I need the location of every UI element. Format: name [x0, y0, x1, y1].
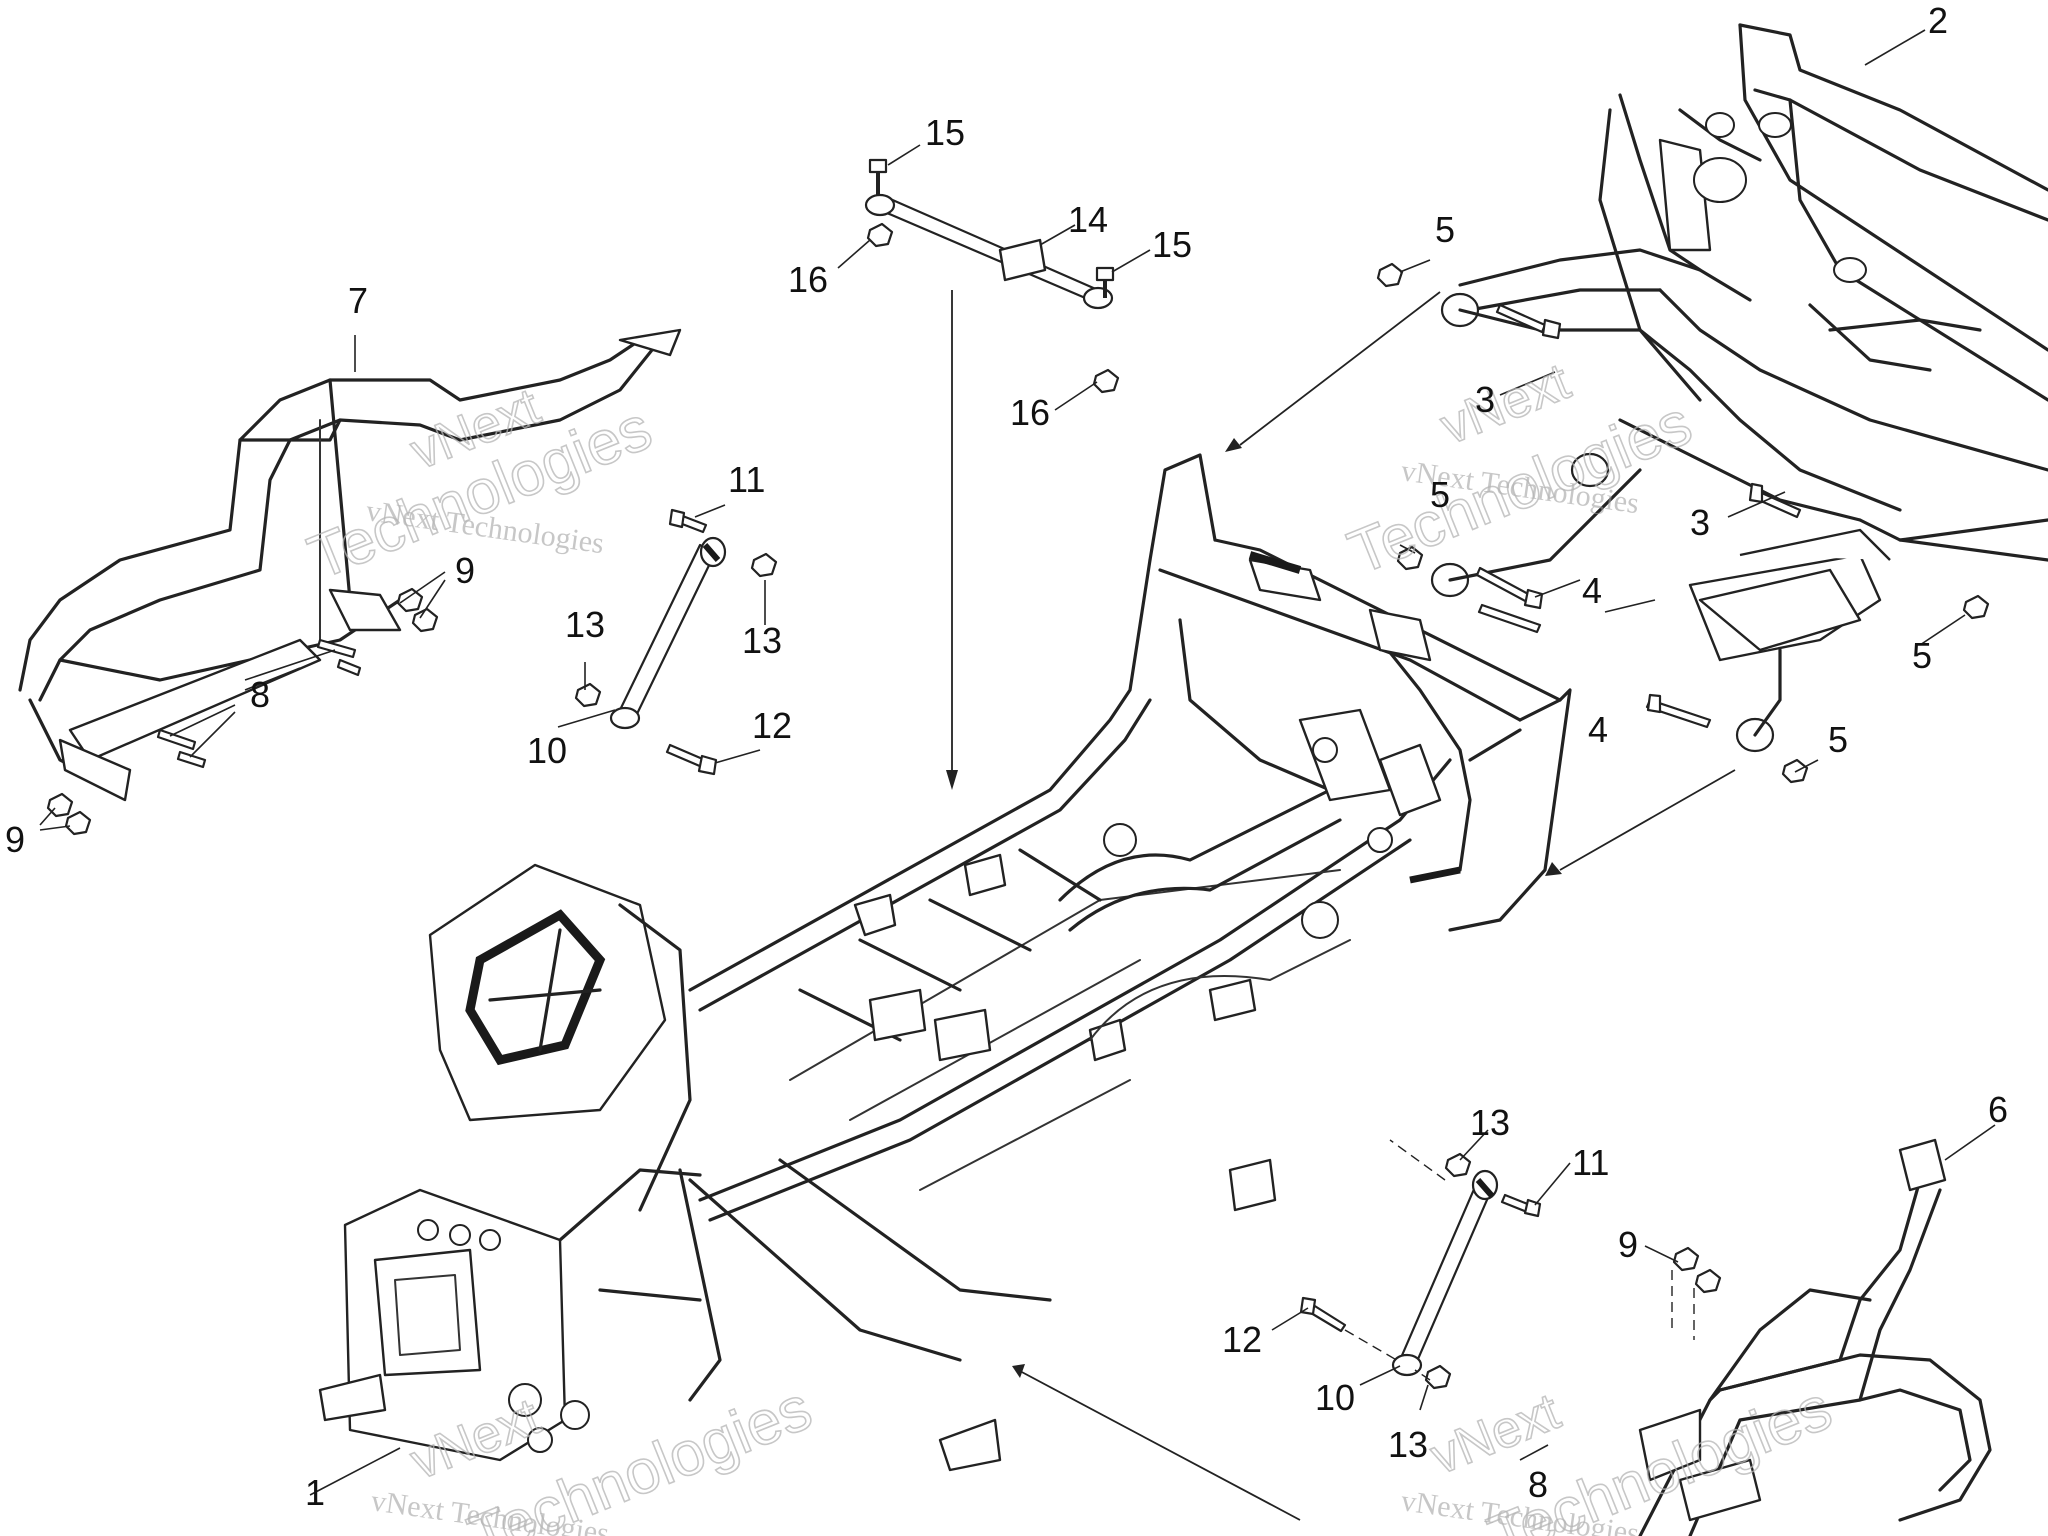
callout-13: 13 — [565, 604, 605, 645]
callout-7: 7 — [348, 280, 368, 321]
upper-brace-rod — [864, 193, 1114, 310]
callout-labels: 1 2 3 3 4 4 5 5 5 5 6 7 8 8 9 9 9 10 10 … — [5, 0, 2008, 1513]
callout-9: 9 — [5, 819, 25, 860]
assembly-lines — [946, 290, 1736, 1521]
support-link-lower — [1391, 1169, 1499, 1377]
callout-3: 3 — [1690, 502, 1710, 543]
rear-subframe — [1430, 23, 2048, 753]
callout-11: 11 — [728, 459, 765, 500]
callout-5: 5 — [1435, 209, 1455, 250]
callout-4: 4 — [1588, 709, 1608, 750]
callout-15: 15 — [925, 112, 965, 153]
main-chassis-frame — [318, 453, 1572, 1472]
callout-4: 4 — [1582, 570, 1602, 611]
callout-10: 10 — [527, 730, 567, 771]
callout-5: 5 — [1912, 635, 1932, 676]
callout-3: 3 — [1475, 379, 1495, 420]
callout-16: 16 — [1010, 392, 1050, 433]
callout-9: 9 — [1618, 1224, 1638, 1265]
right-nerf-bar — [1638, 1138, 1992, 1536]
watermark-center: vNext Technologies vNext Technologies — [1339, 352, 1702, 589]
callout-8: 8 — [250, 674, 270, 715]
callout-13: 13 — [742, 620, 782, 661]
callout-13: 13 — [1388, 1424, 1428, 1465]
callout-16: 16 — [788, 259, 828, 300]
support-link-upper — [609, 536, 727, 730]
callout-10: 10 — [1315, 1377, 1355, 1418]
callout-15: 15 — [1152, 224, 1192, 265]
callout-5: 5 — [1430, 474, 1450, 515]
callout-5: 5 — [1828, 719, 1848, 760]
callout-13: 13 — [1470, 1102, 1510, 1143]
fasteners — [46, 158, 1990, 1390]
watermark-bottom-right: vNext Technologies vNext Technologies — [1399, 1373, 1842, 1536]
callout-1: 1 — [305, 1472, 325, 1513]
callout-6: 6 — [1988, 1089, 2008, 1130]
callout-9: 9 — [455, 550, 475, 591]
callout-12: 12 — [752, 705, 792, 746]
callout-2: 2 — [1928, 0, 1948, 41]
callout-8: 8 — [1528, 1464, 1548, 1505]
callout-14: 14 — [1068, 199, 1108, 240]
leader-lines — [39, 29, 1996, 1496]
watermark-left: vNext Technologies vNext Technologies — [299, 377, 662, 594]
left-nerf-bar — [18, 328, 682, 802]
callout-12: 12 — [1222, 1319, 1262, 1360]
callout-11: 11 — [1572, 1142, 1609, 1183]
